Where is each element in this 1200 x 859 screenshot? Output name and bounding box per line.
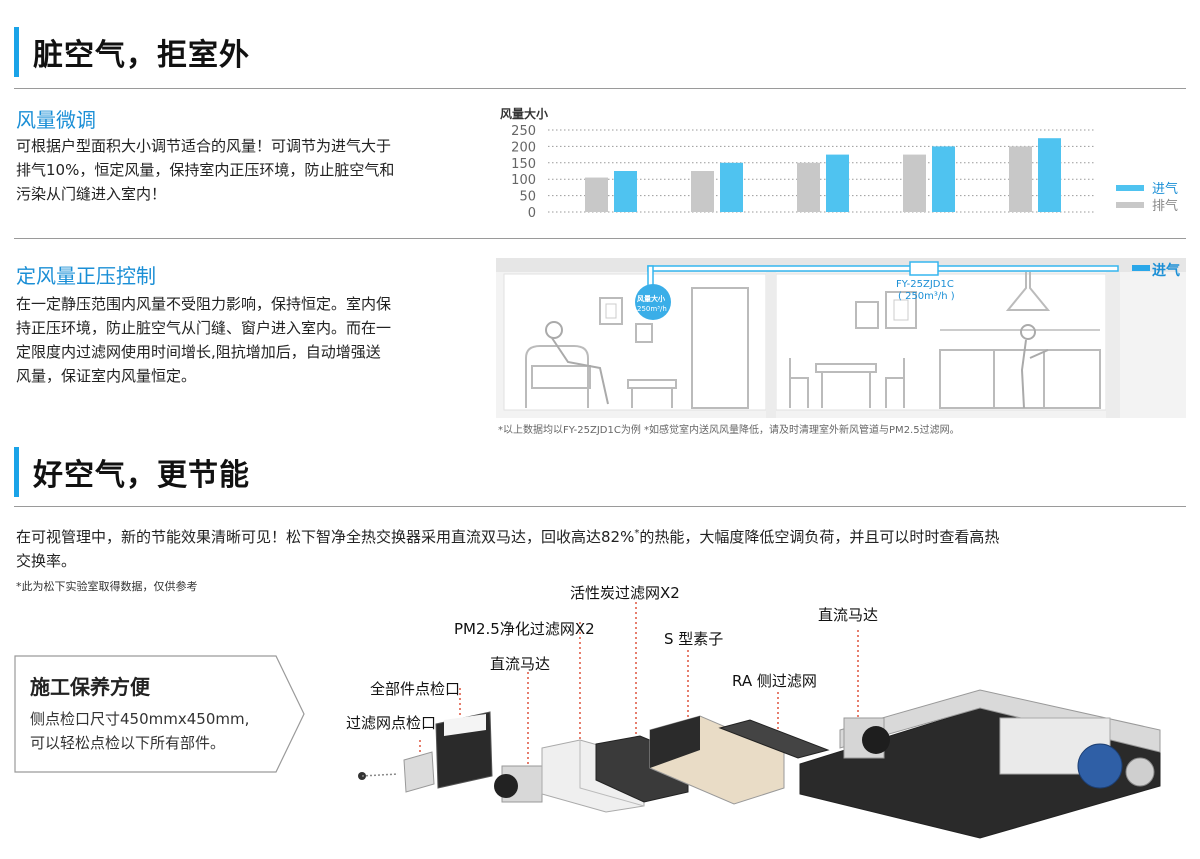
airflow-text: 可根据户型面积大小调节适合的风量！可调节为进气大于 排气10%，恒定风量，保持室… (16, 134, 486, 206)
chart-ytick-label: 100 (511, 173, 536, 188)
chart-bar-intake (1038, 138, 1061, 212)
maintenance-line: 可以轻松点检以下所有部件。 (30, 734, 226, 752)
bubble-title: 风量大小 (637, 295, 665, 303)
model-flow-label: ( 250m³/h ) (898, 291, 955, 302)
divider (14, 506, 1186, 507)
intro-text: 在可视管理中，新的节能效果清晰可见！松下智净全热交换器采用直流双马达，回收高达8… (16, 528, 635, 546)
chart-bar-exhaust (797, 162, 820, 212)
chart-ytick-label: 50 (519, 190, 536, 205)
lab-note: *此为松下实验室取得数据，仅供参考 (16, 580, 198, 593)
section1-title: 脏空气，拒室外 (33, 38, 250, 73)
label-s-element: S 型素子 (664, 630, 724, 648)
section2-header: 好空气，更节能 (14, 444, 250, 500)
chart-ytick-label: 0 (528, 206, 536, 221)
airflow-bubble (635, 284, 671, 320)
pressure-line: 定限度内过滤网使用时间增长,阻抗增加后，自动增强送 (16, 343, 381, 361)
intro-line: 交换率。 (16, 552, 77, 570)
airflow-title: 风量微调 (16, 108, 96, 132)
airflow-line: 排气10%，恒定风量，保持室内正压环境，防止脏空气和 (16, 161, 395, 179)
label-all-port: 全部件点检口 (370, 680, 461, 698)
label-ra-filter: RA 侧过滤网 (732, 672, 817, 690)
chart-bar-intake (720, 162, 743, 212)
intro-line: 在可视管理中，新的节能效果清晰可见！松下智净全热交换器采用直流双马达，回收高达8… (16, 522, 1196, 549)
intro-tail: 的热能，大幅度降低空调负荷，并且可以时时查看高热 (639, 528, 1000, 546)
chart-bar-intake (932, 146, 955, 212)
accent-bar (14, 447, 19, 497)
maintenance-text: 侧点检口尺寸450mmx450mm, 可以轻松点检以下所有部件。 (30, 707, 249, 755)
legend-label: 进气 (1152, 181, 1178, 197)
model-label: FY-25ZJD1C (896, 279, 954, 290)
chart-bar-exhaust (585, 177, 608, 212)
exploded-product-diagram (358, 602, 1161, 839)
divider (14, 238, 1186, 239)
maintenance-title: 施工保养方便 (30, 675, 150, 699)
label-carbon-filter: 活性炭过滤网X2 (570, 584, 680, 602)
chart-bars (585, 138, 1061, 212)
label-filter-port: 过滤网点检口 (346, 714, 437, 732)
room-illustration (496, 258, 1186, 418)
pressure-text: 在一定静压范围内风量不受阻力影响，保持恒定。室内保 持正压环境，防止脏空气从门缝… (16, 292, 486, 388)
chart-bar-exhaust (691, 171, 714, 212)
legend-label: 排气 (1152, 198, 1178, 214)
label-dc-motor-2: 直流马达 (818, 606, 879, 624)
airflow-line: 可根据户型面积大小调节适合的风量！可调节为进气大于 (16, 137, 392, 155)
pressure-title: 定风量正压控制 (16, 264, 156, 288)
chart-ytick-label: 200 (511, 140, 536, 155)
accent-bar (14, 27, 19, 77)
maintenance-box: 施工保养方便 侧点检口尺寸450mmx450mm, 可以轻松点检以下所有部件。 (14, 655, 306, 773)
section2-title: 好空气，更节能 (33, 458, 250, 493)
label-pm25-filter: PM2.5净化过滤网X2 (454, 620, 595, 638)
chart-bar-exhaust (903, 154, 926, 212)
chart-bar-intake (614, 171, 637, 212)
pressure-line: 风量，保证室内风量恒定。 (16, 367, 197, 385)
intake-label: 进气 (1152, 263, 1180, 279)
label-dc-motor-1: 直流马达 (490, 655, 551, 673)
pressure-line: 持正压环境，防止脏空气从门缝、窗户进入室内。而在一 (16, 319, 392, 337)
chart-bar-exhaust (1009, 146, 1032, 212)
section1-header: 脏空气，拒室外 (14, 24, 250, 80)
chart-ylabel: 风量大小 (500, 106, 548, 121)
pressure-line: 在一定静压范围内风量不受阻力影响，保持恒定。室内保 (16, 295, 392, 313)
legend-swatch (1116, 185, 1144, 191)
divider (14, 88, 1186, 89)
section2-intro: 在可视管理中，新的节能效果清晰可见！松下智净全热交换器采用直流双马达，回收高达8… (16, 522, 1196, 573)
intro-star: * (634, 528, 640, 539)
footnote: *以上数据均以FY-25ZJD1C为例 *如感觉室内送风风量降低，请及时清理室外… (498, 425, 960, 436)
chart-ytick-label: 250 (511, 124, 536, 139)
chart-ytick-label: 150 (511, 157, 536, 172)
legend-swatch (1116, 202, 1144, 208)
chart-bar-intake (826, 154, 849, 212)
bubble-value: 250m³/h (637, 305, 667, 313)
airflow-line: 污染从门缝进入室内！ (16, 185, 167, 203)
maintenance-line: 侧点检口尺寸450mmx450mm, (30, 710, 250, 728)
intake-arrow-icon (1132, 265, 1150, 271)
